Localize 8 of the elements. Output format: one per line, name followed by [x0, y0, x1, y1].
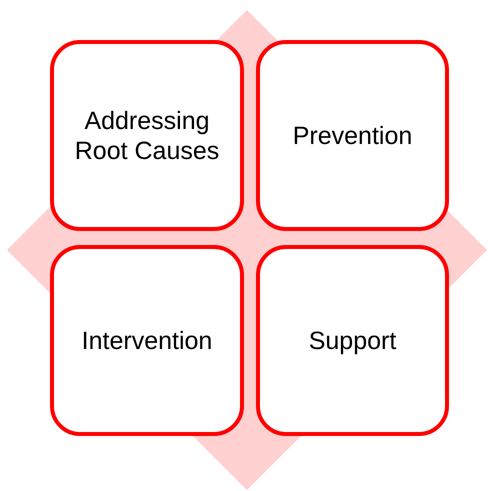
rounded-box: [50, 40, 244, 231]
rounded-box: [256, 245, 449, 436]
rounded-box: [256, 40, 449, 231]
box-label: Addressing Root Causes: [74, 106, 220, 166]
rounded-box: [50, 245, 244, 436]
box-label: Prevention: [292, 120, 414, 152]
box-label: Intervention: [80, 326, 214, 356]
box-label: Support: [308, 326, 398, 356]
